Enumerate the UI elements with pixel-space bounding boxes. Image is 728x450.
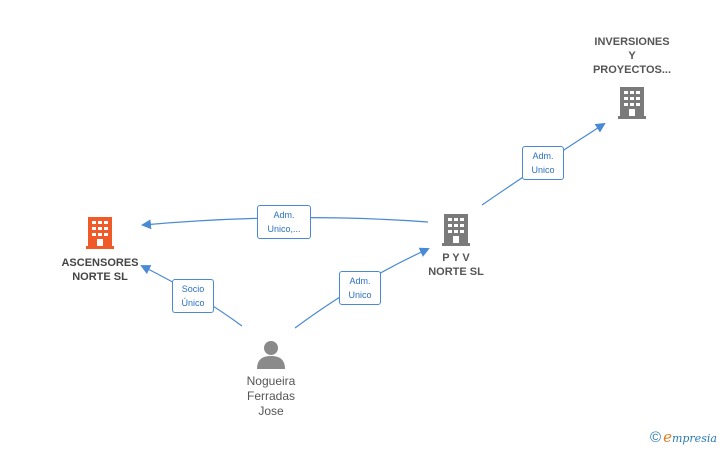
edge-label-person-pyv[interactable]: Adm. Unico [339,271,381,305]
node-label-ascensores[interactable]: ASCENSORES NORTE SL [61,257,139,283]
edge-label-pyv-ascensores[interactable]: Adm. Unico,... [257,205,311,239]
copyright-icon: © [650,429,662,446]
node-label-inversiones[interactable]: INVERSIONES Y PROYECTOS... [592,36,672,76]
brand-first-letter: e [663,428,672,446]
person-icon[interactable] [255,338,287,370]
node-label-pyv[interactable]: P Y V NORTE SL [428,252,484,278]
brand-name: mpresia [671,432,717,445]
node-label-person[interactable]: Nogueira Ferradas Jose [246,374,296,418]
building-icon[interactable] [440,212,472,246]
edge-label-person-ascensores[interactable]: Socio Único [172,279,214,313]
empresia-brand: ©empresia [650,428,717,446]
building-icon[interactable] [84,215,116,249]
edge-label-pyv-inversiones[interactable]: Adm. Unico [522,146,564,180]
building-icon[interactable] [616,85,648,119]
